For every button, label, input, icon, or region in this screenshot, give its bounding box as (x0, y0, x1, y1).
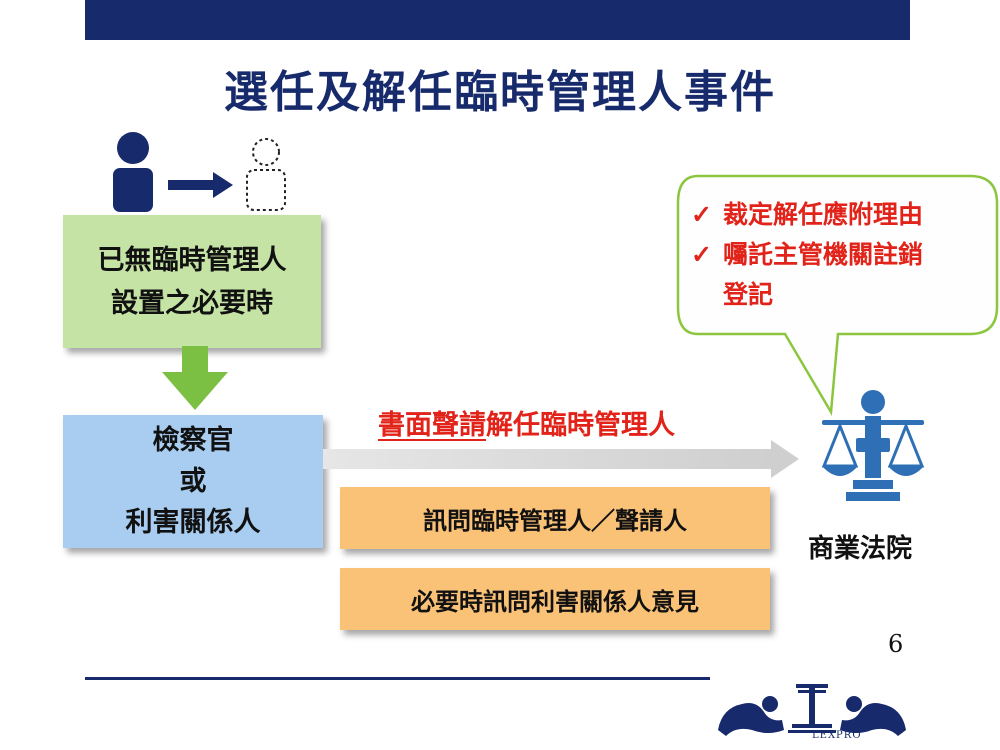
bubble-item: ✓ 囑託主管機關註銷 (691, 235, 923, 275)
condition-line-1: 已無臨時管理人 (97, 244, 287, 276)
logo-text: LEXPRO (812, 730, 862, 741)
applicant-line-1: 檢察官 (152, 425, 234, 456)
page-number: 6 (888, 630, 904, 658)
footer-line (85, 677, 710, 680)
applicant-line-2: 或 (179, 466, 207, 497)
court-label: 商業法院 (808, 534, 913, 564)
person-transition-graphic (113, 132, 286, 212)
process-arrow (323, 440, 799, 478)
petition-underlined: 書面聲請 (378, 410, 486, 441)
bubble-list: ✓ 裁定解任應附理由 ✓ 囑託主管機關註銷 登記 (691, 195, 923, 315)
speech-bubble (676, 174, 999, 416)
bubble-item-continued: 登記 (691, 275, 923, 315)
slide-title: 選任及解任臨時管理人事件 (224, 67, 776, 118)
bubble-item: ✓ 裁定解任應附理由 (691, 195, 923, 235)
right-arrow-icon (168, 172, 233, 198)
bubble-item-text: 囑託主管機關註銷 (723, 240, 924, 269)
condition-line-2: 設置之必要時 (111, 287, 273, 319)
person-solid-icon (113, 132, 153, 212)
step-box: 必要時訊問利害關係人意見 (340, 568, 770, 630)
lexpro-logo (718, 684, 906, 736)
step-text: 訊問臨時管理人／聲請人 (423, 505, 687, 535)
applicant-line-3: 利害關係人 (125, 507, 261, 538)
check-icon: ✓ (691, 200, 712, 229)
down-arrow-icon (162, 346, 228, 410)
applicant-box: 檢察官 或 利害關係人 (63, 415, 323, 548)
person-dotted-icon (246, 138, 286, 211)
petition-rest: 解任臨時管理人 (486, 410, 675, 441)
condition-box: 已無臨時管理人 設置之必要時 (63, 215, 321, 348)
petition-label: 書面聲請解任臨時管理人 (378, 403, 675, 442)
step-box: 訊問臨時管理人／聲請人 (340, 487, 770, 549)
check-icon: ✓ (691, 240, 712, 269)
bubble-item-text: 裁定解任應附理由 (723, 200, 924, 229)
scales-of-justice-icon (821, 390, 925, 501)
bubble-item-text: 登記 (723, 280, 774, 309)
step-text: 必要時訊問利害關係人意見 (411, 586, 699, 616)
header-bar (85, 0, 910, 40)
